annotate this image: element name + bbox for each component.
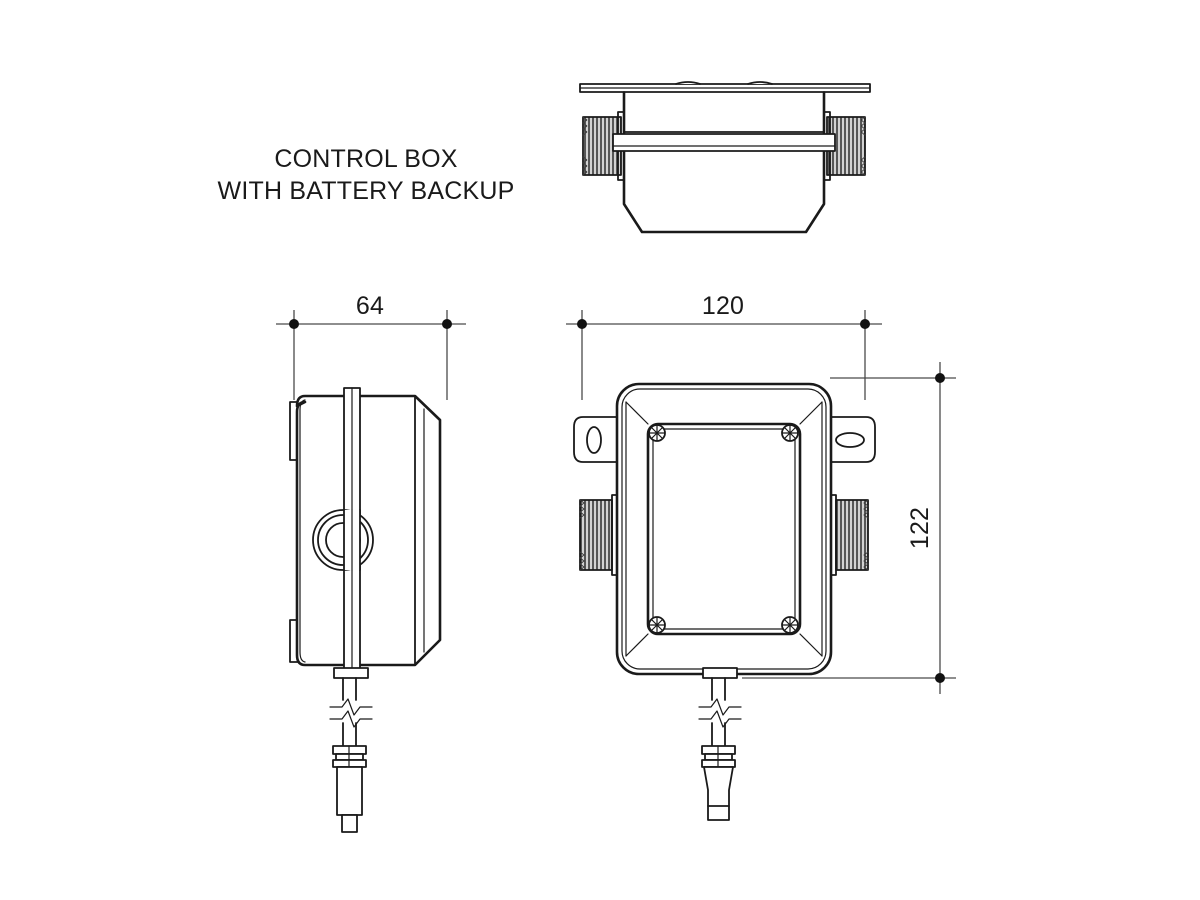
top-view-centre-rib <box>612 133 836 152</box>
top-view-body-outline <box>622 87 826 234</box>
front-view-mounting-ear-left <box>573 416 621 463</box>
dim-64-label: 64 <box>356 292 384 320</box>
dimension-122: 122 <box>742 362 956 694</box>
front-view-cable <box>711 677 726 749</box>
side-view-cable-break-symbol <box>329 698 373 728</box>
dim-122-label: 122 <box>906 507 934 549</box>
title-line-1: CONTROL BOX <box>274 145 457 173</box>
dimension-120: 120 <box>566 292 882 400</box>
front-view-lid-screw-bottom-right <box>781 616 799 634</box>
side-view-gland-boss <box>312 509 374 571</box>
front-view-cable-connector <box>701 745 736 821</box>
front-view-cable-gland-right <box>827 494 869 576</box>
front-view <box>573 382 876 821</box>
top-view <box>579 81 871 234</box>
front-view-cable-gland-left <box>579 494 621 576</box>
side-view-cable <box>342 677 357 749</box>
dim-120-dot-left <box>577 319 587 329</box>
front-view-cable-exit <box>702 667 738 679</box>
front-view-lid-screw-top-right <box>781 424 799 442</box>
top-view-cable-gland-left <box>582 116 622 176</box>
title-line-2: WITH BATTERY BACKUP <box>218 177 515 205</box>
side-view <box>289 387 442 833</box>
front-view-lid-screw-top-left <box>648 424 666 442</box>
dimension-64: 64 <box>276 292 466 400</box>
dim-64-dot-left <box>289 319 299 329</box>
title-block: CONTROL BOX WITH BATTERY BACKUP <box>218 145 515 205</box>
front-view-lid-recess-bevel <box>625 401 823 657</box>
dim-120-label: 120 <box>702 292 744 320</box>
front-view-lid-screw-bottom-left <box>648 616 666 634</box>
front-view-lid-plate <box>646 422 802 636</box>
dim-64-dot-right <box>442 319 452 329</box>
side-view-cable-connector <box>332 745 367 833</box>
dim-120-dot-right <box>860 319 870 329</box>
top-view-mounting-flange <box>579 81 871 121</box>
side-view-left-edge-highlight <box>299 399 306 663</box>
dim-122-dot-bottom <box>935 673 945 683</box>
side-view-cable-exit <box>333 667 369 679</box>
front-view-mounting-ear-right <box>828 416 876 463</box>
front-view-cable-break-symbol <box>698 698 742 728</box>
dim-122-dot-top <box>935 373 945 383</box>
front-view-lid-plate-inner <box>652 428 796 630</box>
